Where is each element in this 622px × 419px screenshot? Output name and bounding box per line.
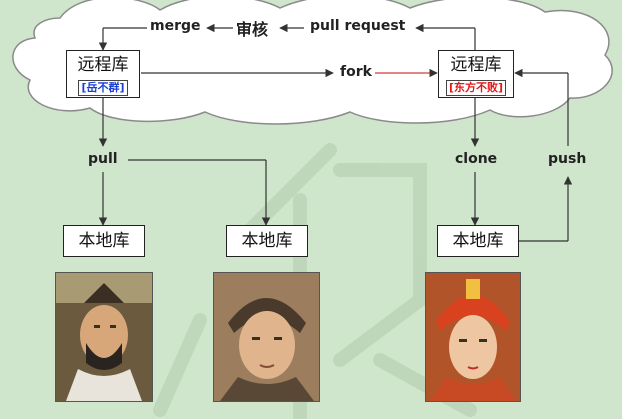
- arrows: [98, 23, 573, 242]
- fork-label: fork: [340, 64, 372, 80]
- review-label: 审核: [236, 20, 269, 39]
- remote-repo-right-title: 远程库: [450, 55, 502, 75]
- remote-repo-left-owner: [岳不群]: [78, 80, 128, 96]
- local-repo-1: 本地库: [63, 225, 145, 257]
- merge-label: merge: [150, 18, 201, 34]
- clone-label: clone: [455, 151, 498, 167]
- remote-repo-left-title: 远程库: [77, 55, 129, 75]
- local-repo-3: 本地库: [437, 225, 519, 257]
- portrait-linghu-chong-image: [214, 273, 319, 401]
- pull-request-label: pull request: [310, 18, 406, 34]
- portrait-yue-buqun-image: [56, 273, 152, 401]
- portrait-dongfang-bubai: [425, 272, 521, 402]
- remote-repo-right: 远程库 [东方不败]: [438, 50, 514, 98]
- portrait-yue-buqun: [55, 272, 153, 402]
- remote-repo-right-owner: [东方不败]: [445, 80, 507, 96]
- portrait-linghu-chong: [213, 272, 320, 402]
- remote-repo-left: 远程库 [岳不群]: [66, 50, 140, 98]
- portrait-dongfang-bubai-image: [426, 273, 520, 401]
- local-repo-2: 本地库: [226, 225, 308, 257]
- push-label: push: [548, 151, 587, 167]
- pull-label: pull: [88, 151, 118, 167]
